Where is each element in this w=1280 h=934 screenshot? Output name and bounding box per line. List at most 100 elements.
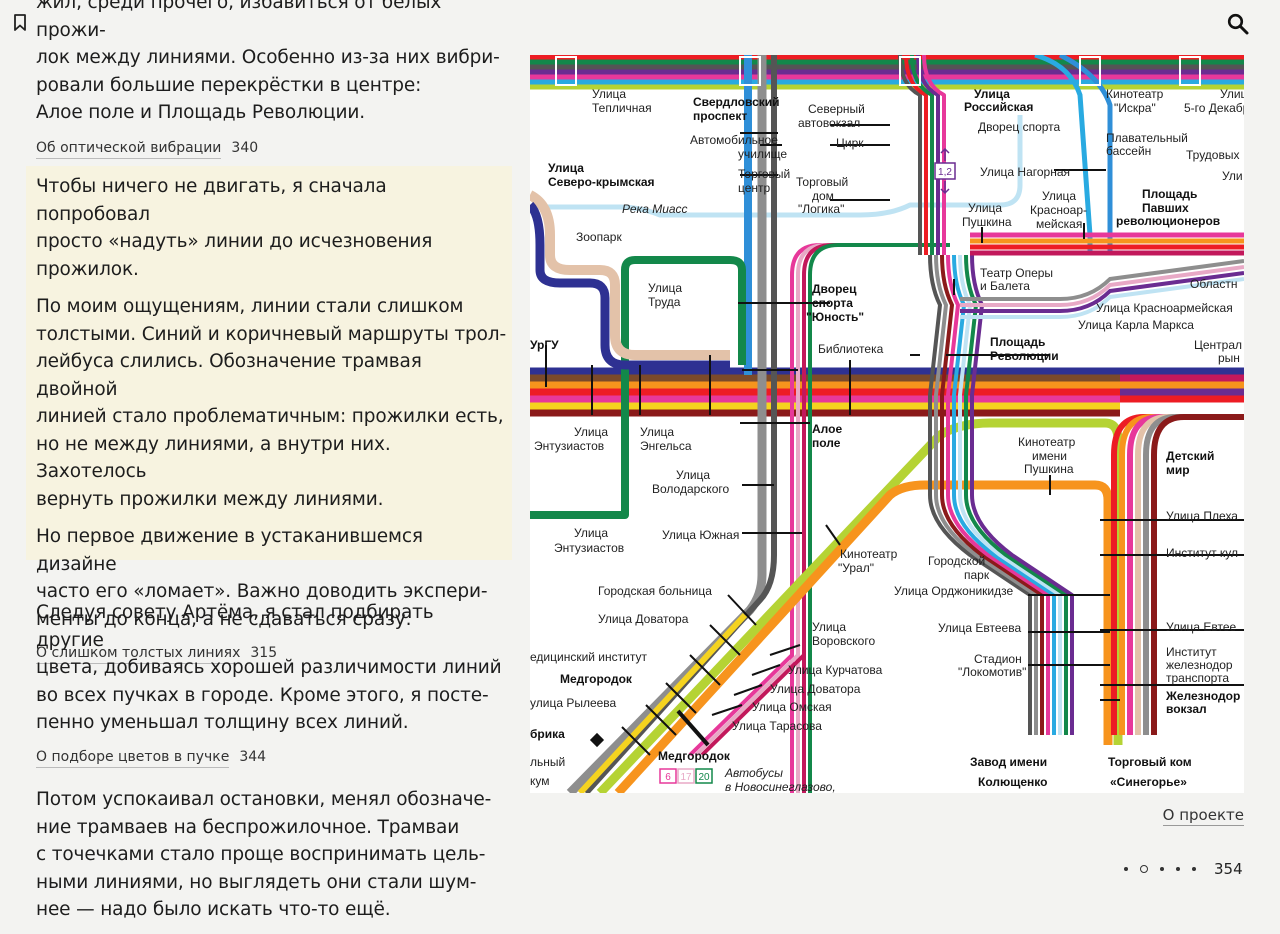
search-icon[interactable] (1226, 12, 1250, 36)
topic-link-thick-lines[interactable]: О слишком толстых линиях (36, 645, 241, 664)
stop-label: "Искра" (1114, 101, 1156, 115)
route-lines (530, 55, 1244, 793)
stop-label: Медгородок (658, 749, 731, 763)
route-line-east-bundle (928, 254, 1032, 735)
topic-link-vibration[interactable]: Об оптической вибрации (36, 140, 222, 159)
river-miass (530, 115, 1023, 218)
stop-label: Энтузиастов (534, 439, 604, 453)
route-line-green (530, 256, 746, 519)
stop-label: едицинский институт (530, 650, 647, 664)
stop-label: Улица Орджоникидзе (894, 584, 1013, 598)
route-line-east-bundle (958, 254, 1062, 735)
stop-label: Медгородок (560, 672, 633, 686)
stop-label: Улица Курчатова (788, 663, 883, 677)
route-line-east-bundle (940, 254, 1044, 735)
article-thick-lines: Чтобы ничего не двигать, я сначала попро… (36, 173, 506, 664)
stop-tick (689, 654, 721, 686)
topic-count: 340 (231, 139, 259, 156)
stop-label: Детский (1166, 449, 1214, 463)
stop-label: Павших (1142, 201, 1189, 215)
stop-label: Энгельса (640, 439, 692, 453)
stop-label: 5-го Декабря (1184, 101, 1244, 115)
stop-label: и Балета (980, 279, 1030, 293)
article-column: жил, среди прочего, избавиться от белых … (0, 0, 530, 920)
route-line-curve-east (960, 277, 1244, 319)
lines-badge (934, 162, 956, 180)
stop-label: Площадь (990, 335, 1045, 349)
article-paragraph: Но первое движение в устаканившемся диза… (36, 526, 488, 630)
stop-label: Колющенко (978, 775, 1047, 789)
route-line-bundle-mid (808, 243, 950, 793)
article-tag-row: Об оптической вибрации 340 (36, 140, 506, 159)
stop-label: "Юность" (806, 310, 864, 324)
stop-label: Улица Карла Маркса (1078, 318, 1194, 332)
stop-tick (769, 644, 801, 656)
stop-label: Улица Южная (662, 528, 739, 542)
stop-label: Плавательный (1106, 131, 1188, 145)
pager-dot[interactable] (1176, 867, 1180, 871)
article-tag-row: О слишком толстых линиях 315 (36, 645, 506, 664)
pager-dot[interactable] (1160, 867, 1164, 871)
stop-label: Улица Евтеева (938, 621, 1021, 635)
stop-label: «Синегорье» (1110, 775, 1187, 789)
stop-label: Улица (812, 620, 846, 634)
bookmark-icon[interactable] (13, 14, 27, 32)
stop-label: Улица (968, 201, 1002, 215)
station-outline (1179, 56, 1201, 86)
stop-label: железнодор (1166, 658, 1233, 672)
stop-ticks (545, 124, 1244, 756)
stop-label: "Урал" (838, 561, 874, 575)
stop-label: "Логика" (798, 202, 844, 216)
route-line-east-bundle (952, 254, 1056, 735)
stop-label: Театр Оперы (980, 266, 1053, 280)
stop-label: транспорта (1166, 671, 1229, 685)
stop-label: Автобусы (724, 766, 783, 780)
pager-dot-active[interactable] (1140, 865, 1148, 873)
terminal-marker (589, 732, 605, 748)
pager-dot[interactable] (1124, 867, 1128, 871)
stop-label: Стадион (974, 652, 1022, 666)
stop-tick (727, 594, 757, 626)
pager-dot[interactable] (1192, 867, 1196, 871)
article-text: жил, среди прочего, избавиться от белых … (36, 0, 500, 123)
article-vibration: жил, среди прочего, избавиться от белых … (36, 0, 506, 159)
highlighted-block (26, 166, 512, 560)
route-line-north-loop (910, 55, 934, 255)
route-line-detsky-mir (1143, 414, 1244, 735)
about-project-link[interactable]: О проекте (1162, 806, 1244, 826)
stop-label: автовокзал (798, 116, 860, 130)
route-line-tan (530, 190, 730, 360)
article-stops: Потом успокаивал остановки, менял обозна… (36, 786, 506, 934)
stop-label: Улица Плеха (1166, 509, 1238, 523)
article-paragraph: По моим ощущениям, линии стали слишком т… (36, 296, 506, 510)
stop-label: Улица (574, 526, 608, 540)
stop-label: Улица Тарасова (732, 719, 822, 733)
route-line-north-loop (922, 55, 946, 255)
stop-label: Ули (1222, 169, 1243, 183)
stop-label: Улица Евтее (1166, 620, 1237, 634)
stop-label: Областн (1190, 277, 1237, 291)
route-line-east-bundle (946, 254, 1050, 735)
stop-label: Улица (592, 87, 626, 101)
route-line-east-bundle (970, 254, 1074, 735)
stop-label: бассейн (1106, 144, 1151, 158)
stop-label: льный (530, 755, 565, 769)
stop-label: в Новосинеглазово, (725, 780, 836, 793)
stop-label: улица Рылеева (530, 696, 617, 710)
stop-label: Институт кул (1166, 546, 1238, 560)
stop-label: мир (1166, 463, 1190, 477)
route-line-detsky-mir (1151, 414, 1244, 735)
stop-label: рын (1218, 351, 1240, 365)
stop-label: Площадь (1142, 187, 1197, 201)
article-colors: Следуя совету Артёма, я стал подбирать д… (36, 599, 506, 768)
stop-label: имени (1032, 449, 1067, 463)
topic-link-colors[interactable]: О подборе цветов в пучке (36, 749, 230, 768)
stop-label: Дворец спорта (978, 120, 1061, 134)
stop-label: Тепличная (592, 101, 652, 115)
stop-tick (645, 704, 677, 736)
route-badge-number: 6 (665, 772, 671, 783)
